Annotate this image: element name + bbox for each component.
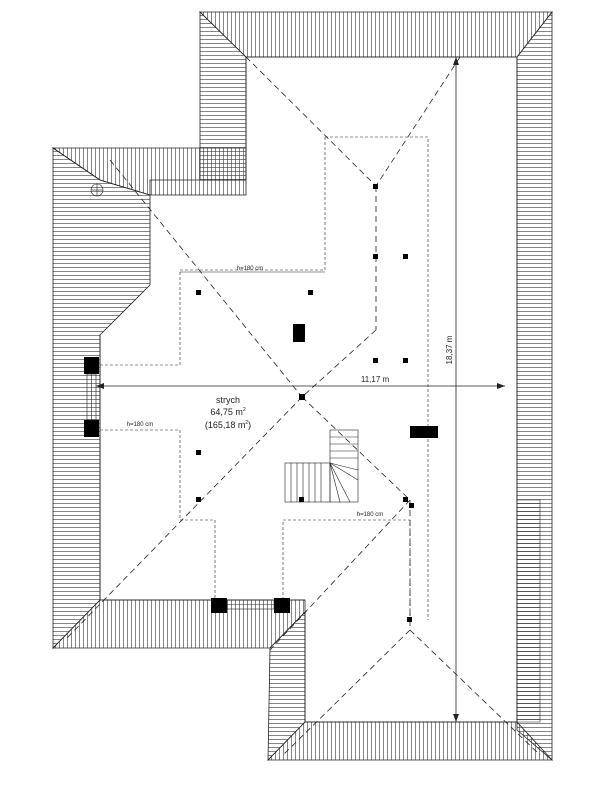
post: [407, 617, 412, 622]
eave-top-main: [199, 11, 553, 58]
post: [403, 254, 408, 259]
post: [373, 254, 378, 259]
eave-right-notch: [516, 499, 541, 723]
windows: [86, 373, 275, 610]
room-area-value: 64,75 m: [210, 407, 243, 417]
arrow-head-left: [96, 383, 104, 389]
room-area: 64,75 m2: [210, 407, 246, 417]
post: [409, 503, 414, 508]
post: [299, 497, 304, 502]
eave-left-wing-bottom: [52, 599, 306, 649]
post: [308, 290, 313, 295]
dimension-width: 11,17 m: [96, 375, 505, 389]
roof-eaves: [51, 10, 553, 762]
room-area-sup: 2: [243, 407, 246, 413]
post: [373, 184, 378, 189]
room-gross-area: (165,18 m2): [205, 420, 251, 430]
post: [373, 358, 378, 363]
roof-window-icon: [90, 183, 104, 197]
inner-wall-lines: [99, 56, 518, 723]
chimneys: [84, 324, 438, 613]
wall-block: [84, 420, 99, 437]
arrow-head-bottom: [453, 714, 459, 722]
wall-block: [274, 598, 290, 613]
post: [299, 394, 305, 400]
room-gross-area-sup: 2: [245, 420, 248, 426]
post: [403, 497, 408, 502]
room-gross-area-close: ): [248, 420, 251, 430]
height-label-top: h=180 cm: [237, 266, 264, 272]
wall-block: [211, 598, 227, 613]
chimney-icon: [410, 426, 438, 438]
posts: [196, 184, 414, 622]
dimension-length: 18,37 m: [445, 57, 459, 722]
dimension-length-label: 18,37 m: [445, 335, 454, 364]
height-labels: h=180 cm h=180 cm h=180 cm: [127, 266, 384, 518]
post: [196, 450, 201, 455]
post: [196, 497, 201, 502]
eave-bottom: [267, 721, 553, 761]
dimension-width-label: 11,17 m: [361, 375, 390, 384]
room-label: strych 64,75 m2 (165,18 m2): [205, 395, 251, 430]
room-gross-area-value: (165,18 m: [205, 420, 246, 430]
wall-block: [84, 357, 99, 374]
arrow-head-right: [497, 383, 505, 389]
eave-left-wing-left: [52, 147, 151, 649]
post: [403, 358, 408, 363]
height-label-bottom: h=180 cm: [357, 512, 384, 518]
arrow-head-top: [453, 57, 459, 65]
height-label-left: h=180 cm: [127, 422, 154, 428]
room-name: strych: [216, 395, 240, 405]
post: [196, 290, 201, 295]
stair-icon: [284, 429, 359, 503]
chimney-icon: [293, 324, 305, 342]
